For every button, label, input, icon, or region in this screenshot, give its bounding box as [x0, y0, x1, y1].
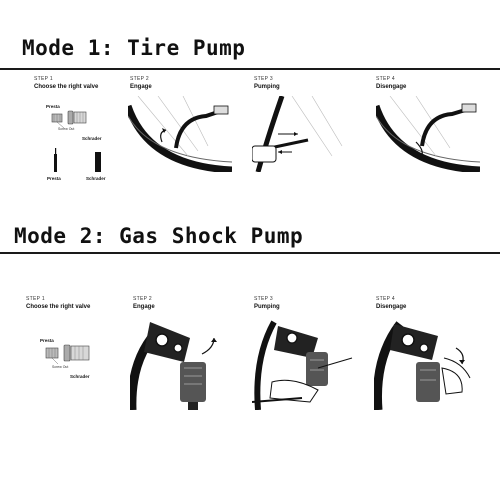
step-title: Choose the right valve — [34, 84, 99, 90]
shock-valve-adapter-illustration — [45, 344, 90, 365]
mode2-step4: STEP 4 Disengage — [376, 296, 406, 310]
schrader-label-bottom: Schrader — [86, 176, 106, 181]
schrader-label-top: Schrader — [82, 136, 102, 141]
mode2-divider — [0, 252, 500, 254]
mode2-title: Mode 2: Gas Shock Pump — [14, 224, 304, 248]
mode1-pumping-illustration — [252, 96, 356, 172]
step-title: Engage — [133, 304, 155, 310]
mode2-valve-diagram: Presta Screw Out Schrader — [30, 330, 120, 390]
step-number: STEP 3 — [254, 76, 273, 82]
presta-label-bottom: Presta — [47, 176, 61, 181]
step-title: Pumping — [254, 84, 280, 90]
step-title: Choose the right valve — [26, 304, 91, 310]
valve-adapter-illustration — [51, 110, 101, 172]
step-number: STEP 1 — [34, 76, 53, 82]
step-title: Disengage — [376, 304, 407, 310]
mode1-step3: STEP 3 Pumping — [254, 76, 280, 90]
mode1-engage-illustration — [128, 96, 232, 172]
mode2-engage-illustration — [130, 318, 226, 410]
step-number: STEP 3 — [254, 296, 273, 302]
step-title: Pumping — [254, 304, 280, 310]
mode2-disengage-illustration — [374, 318, 478, 410]
schrader-label: Schrader — [70, 374, 90, 379]
mode1-disengage-illustration — [376, 96, 480, 172]
mode1-title: Mode 1: Tire Pump — [22, 36, 246, 60]
presta-label-top: Presta — [46, 104, 60, 109]
mode2-step1: STEP 1 Choose the right valve — [26, 296, 90, 310]
mode1-step2: STEP 2 Engage — [130, 76, 152, 90]
mode1-step4: STEP 4 Disengage — [376, 76, 406, 90]
step-number: STEP 4 — [376, 76, 395, 82]
mode2-step2: STEP 2 Engage — [133, 296, 155, 310]
step-number: STEP 1 — [26, 296, 45, 302]
mode2-pumping-illustration — [252, 318, 356, 410]
step-number: STEP 4 — [376, 296, 395, 302]
screw-out-label: Screw Out — [58, 127, 75, 131]
mode1-valve-diagram: Presta Screw Out Schrader Presta Schrade… — [30, 100, 120, 190]
step-number: STEP 2 — [130, 76, 149, 82]
step-title: Disengage — [376, 84, 407, 90]
mode1-step1: STEP 1 Choose the right valve — [34, 76, 98, 90]
step-number: STEP 2 — [133, 296, 152, 302]
mode1-divider — [0, 68, 500, 70]
mode2-step3: STEP 3 Pumping — [254, 296, 280, 310]
presta-label: Presta — [40, 338, 54, 343]
screw-out-label: Screw Out — [52, 365, 69, 369]
step-title: Engage — [130, 84, 152, 90]
